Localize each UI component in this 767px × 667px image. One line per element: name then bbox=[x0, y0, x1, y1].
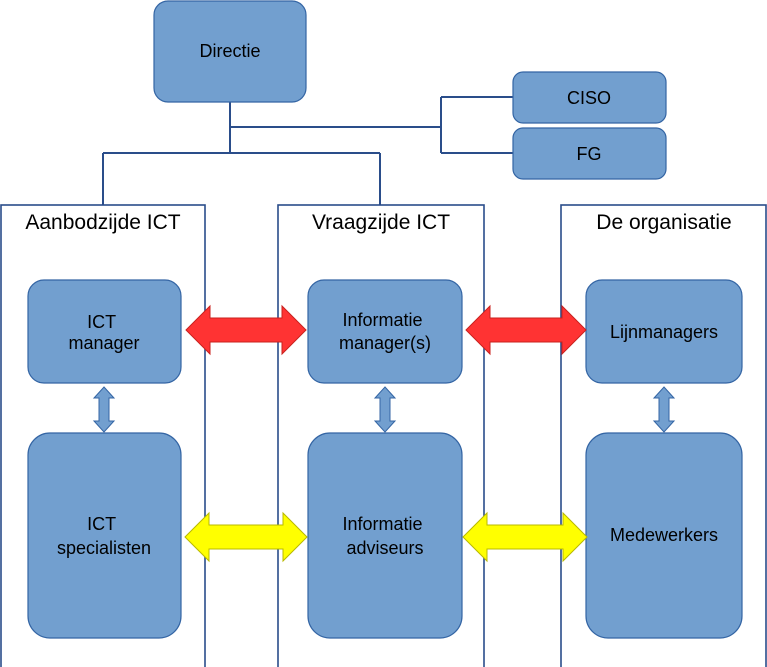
ict-manager-line2: manager bbox=[68, 333, 139, 353]
informatie-manager-line2: manager(s) bbox=[339, 333, 431, 353]
informatie-manager-line1: Informatie bbox=[342, 310, 422, 330]
aanbod-title: Aanbodzijde ICT bbox=[25, 211, 180, 234]
aanbod-column bbox=[0, 204, 206, 667]
informatie-adviseurs-line2: adviseurs bbox=[346, 538, 423, 558]
svg-text:ICT manager: ICT manager bbox=[68, 312, 139, 353]
ciso-label: CISO bbox=[567, 88, 611, 108]
medewerkers-label: Medewerkers bbox=[610, 525, 718, 545]
blue-arrow-org bbox=[652, 386, 676, 433]
fg-label: FG bbox=[577, 144, 602, 164]
medewerkers-box: Medewerkers bbox=[585, 432, 743, 639]
blue-arrow-aanbod bbox=[92, 386, 116, 433]
blue-arrow-vraag bbox=[373, 386, 397, 433]
vraag-column bbox=[277, 204, 485, 667]
lijnmanagers-label: Lijnmanagers bbox=[610, 322, 718, 342]
org-title: De organisatie bbox=[596, 211, 731, 234]
lijnmanagers-box: Lijnmanagers bbox=[585, 279, 743, 384]
directie-label: Directie bbox=[199, 41, 260, 61]
yellow-arrow-left bbox=[184, 511, 308, 563]
svg-text:Informatie adviseurs: Informatie adviseurs bbox=[342, 514, 427, 558]
informatie-manager-box: Informatie manager(s) bbox=[307, 279, 463, 384]
fg-box: FG bbox=[512, 127, 667, 180]
red-arrow-left bbox=[185, 304, 307, 356]
ict-specialisten-line2: specialisten bbox=[57, 538, 151, 558]
informatie-adviseurs-line1: Informatie bbox=[342, 514, 422, 534]
ict-specialisten-box: ICT specialisten bbox=[27, 432, 182, 639]
connector-lines bbox=[102, 96, 513, 205]
svg-text:Informatie manager(s): Informatie manager(s) bbox=[339, 310, 431, 353]
ict-specialisten-line1: ICT bbox=[87, 514, 116, 534]
red-arrow-right bbox=[465, 304, 587, 356]
yellow-arrow-right bbox=[462, 511, 588, 563]
ciso-box: CISO bbox=[512, 71, 667, 124]
ict-manager-line1: ICT bbox=[87, 312, 116, 332]
ict-manager-box: ICT manager bbox=[27, 279, 182, 384]
svg-text:ICT specialisten: ICT specialisten bbox=[57, 514, 151, 558]
informatie-adviseurs-box: Informatie adviseurs bbox=[307, 432, 463, 639]
org-column bbox=[560, 204, 767, 667]
directie-box: Directie bbox=[153, 0, 307, 103]
vraag-title: Vraagzijde ICT bbox=[312, 211, 450, 234]
